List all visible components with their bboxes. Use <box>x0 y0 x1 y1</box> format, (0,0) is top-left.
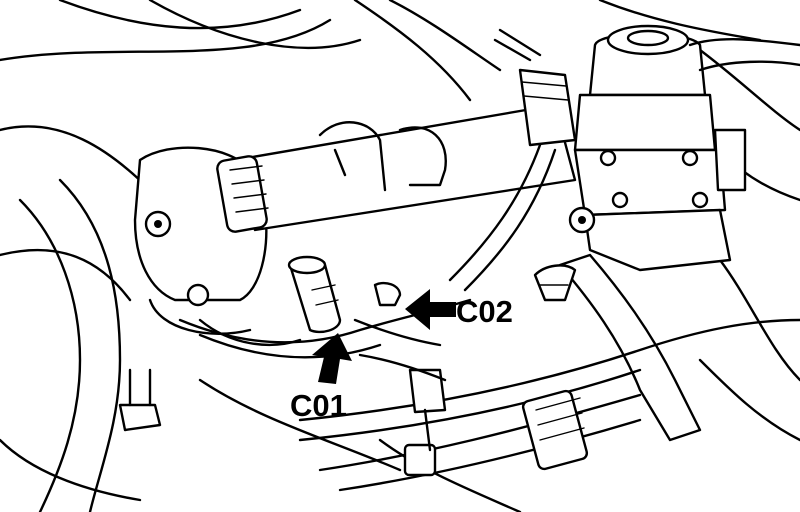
sensor-connector-c01 <box>287 255 342 334</box>
callout-arrow-c01 <box>312 333 352 384</box>
egr-valve <box>568 24 800 272</box>
left-hose <box>18 178 122 512</box>
upper-radiator-hose <box>216 103 577 233</box>
valve-connector <box>448 28 577 292</box>
small-clips <box>118 368 447 452</box>
callout-arrow-c02 <box>405 289 456 330</box>
hose-bracket <box>318 121 447 192</box>
callout-label-c02: C02 <box>456 294 513 329</box>
sensor-connector-c02 <box>353 281 442 347</box>
vacuum-hose-right <box>533 253 702 442</box>
hose-bundle-bottom <box>298 318 800 492</box>
callout-label-c01: C01 <box>290 388 347 423</box>
